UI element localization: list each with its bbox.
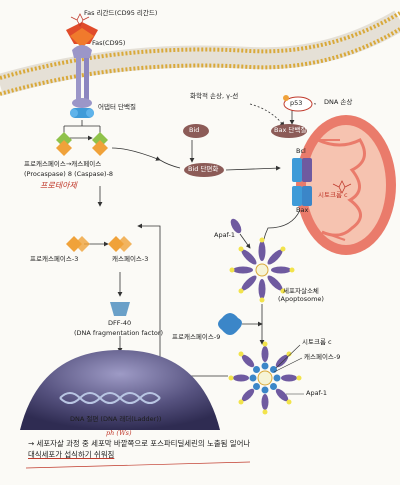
- fas-receptor-label: Fas(CD95): [92, 39, 126, 47]
- dna-fragmentation-factor-label: (DNA fragmentation factor): [74, 329, 164, 337]
- mito-cytochrome-label: 시토크롬 c: [318, 191, 348, 199]
- apoptosome-shape: [229, 237, 295, 303]
- apaf1-to-apoptosome-arrow: [239, 233, 251, 249]
- chemical-damage-label: 화학적 손상, γ-선: [190, 92, 239, 100]
- active-apoptosome-shape: [228, 341, 302, 415]
- bcl-channel-shape: [292, 158, 312, 182]
- caspase3-shape: [108, 236, 132, 252]
- caspase8-to-bid-arrow: [111, 147, 161, 161]
- star-mark-top: [70, 13, 90, 27]
- procaspase3-label: 프로캐스페이스-3: [30, 255, 79, 263]
- cytochrome-c-label: 시토크롬 c: [302, 338, 332, 346]
- bid-cleaved-label: Bid 단편화: [188, 165, 219, 173]
- apaf1-shape: [230, 218, 242, 234]
- bid-connector: [159, 159, 181, 169]
- caspase8-shape: [92, 132, 108, 156]
- nucleus-shape: [20, 350, 220, 430]
- fas-ligand-shape: [66, 22, 98, 48]
- fas-receptor-shape: [72, 45, 92, 108]
- adapter-label: 어댑터 단백질: [98, 103, 136, 111]
- dna-damage-label: DNA 손상: [324, 98, 353, 106]
- apoptosome-label: 세포자살소체 (Apoptosome): [278, 287, 324, 303]
- bid-cleaved-shape: [184, 163, 224, 177]
- apaf1-top-label: Apaf-1: [214, 231, 235, 239]
- star-mark-mito: [332, 180, 352, 194]
- apoptosome-leader-lines: [273, 344, 304, 395]
- caption-line-1: → 세포자살 과정 중 세포막 바깥쪽으로 포스파티딜세린의 노출됨 일어나: [28, 439, 251, 448]
- bax-protein-shape: [271, 124, 307, 138]
- procaspase9-shape: [218, 313, 242, 335]
- caption-underline: [25, 461, 251, 469]
- caspase9-to-caspase3-arrow: [137, 223, 228, 377]
- adapter-protein-shape: [70, 108, 94, 118]
- caption-line-2: 대식세포가 섭식하기 쉬워짐: [28, 449, 115, 459]
- adapter-branch-lines: [63, 120, 101, 134]
- cell-membrane: [0, 10, 400, 96]
- apaf1-bottom-label: Apaf-1: [306, 389, 327, 397]
- p53-shape: [283, 95, 313, 112]
- bax-channel-shape: [292, 186, 312, 206]
- procaspase3-shape: [66, 236, 90, 252]
- bcl-label: Bcl: [296, 147, 306, 155]
- procaspase8-label: 프로캐스페이스→캐스페이스: [24, 160, 102, 168]
- bax-protein-label: Bax 단백질: [274, 126, 307, 134]
- procaspase8-shape: [56, 132, 72, 156]
- caption: → 세포자살 과정 중 세포막 바깥쪽으로 포스파티딜세린의 노출됨 일어나 대…: [28, 439, 250, 460]
- bid-label: Bid: [189, 126, 200, 134]
- caspase3-label: 캐스페이스-3: [112, 255, 149, 263]
- p53-label: p53: [290, 99, 303, 107]
- dna-ladder-label: DNA 절편 (DNA 래더(Ladder)): [70, 415, 162, 423]
- bax-label: Bax: [296, 206, 309, 214]
- bid-to-mitochondria-arrow: [225, 165, 281, 171]
- bid-shape: [183, 124, 209, 138]
- chemical-damage-arrow: [249, 103, 285, 127]
- caspase9-label: 캐스페이스-9: [304, 353, 341, 361]
- procaspase9-label: 프로캐스페이스-9: [172, 333, 221, 341]
- mitochondria-shape: [296, 115, 396, 255]
- dff40-label: DFF-40: [108, 319, 132, 327]
- handwritten-ph-note: ph (Ws): [106, 429, 132, 437]
- handwritten-caspase-note: 프로테아제: [40, 181, 77, 190]
- fas-ligand-label: Fas 리간드(CD95 리간드): [84, 9, 158, 17]
- caspase8-label: (Procaspase) 8 (Caspase)-8: [24, 170, 114, 178]
- dff40-shape: [110, 302, 130, 316]
